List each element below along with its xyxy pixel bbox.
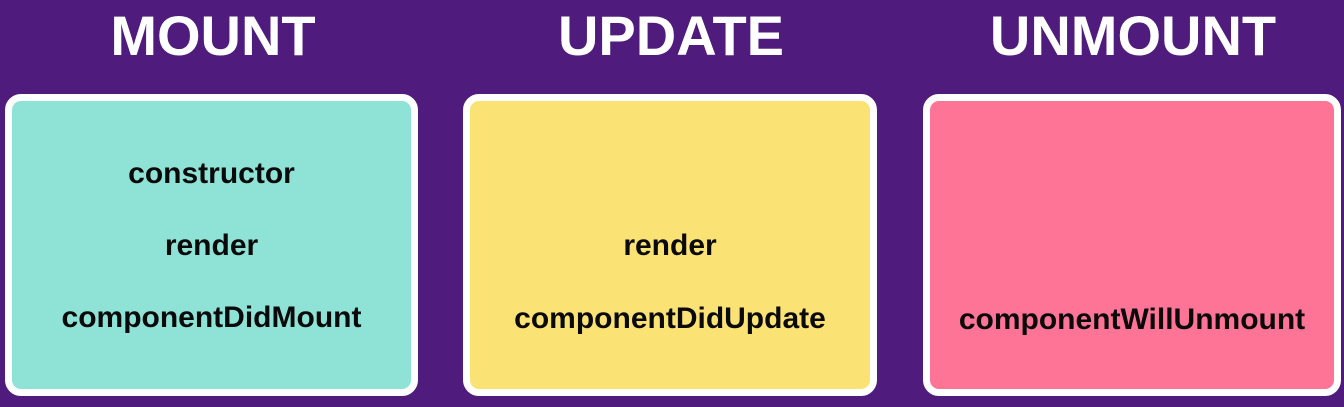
mount-card: constructor render componentDidMount bbox=[5, 94, 418, 396]
unmount-title: UNMOUNT bbox=[989, 4, 1277, 67]
mount-method-componentdidmount: componentDidMount bbox=[61, 301, 362, 334]
update-method-render: render bbox=[623, 229, 717, 262]
unmount-card: componentWillUnmount bbox=[923, 94, 1341, 396]
mount-method-constructor: constructor bbox=[128, 157, 295, 190]
update-card: render componentDidUpdate bbox=[463, 94, 877, 396]
mount-method-render: render bbox=[164, 229, 259, 262]
update-title: UPDATE bbox=[557, 4, 785, 67]
unmount-method-componentwillunmount: componentWillUnmount bbox=[958, 303, 1306, 336]
update-method-componentdidupdate: componentDidUpdate bbox=[514, 302, 826, 335]
mount-title: MOUNT bbox=[110, 4, 316, 67]
